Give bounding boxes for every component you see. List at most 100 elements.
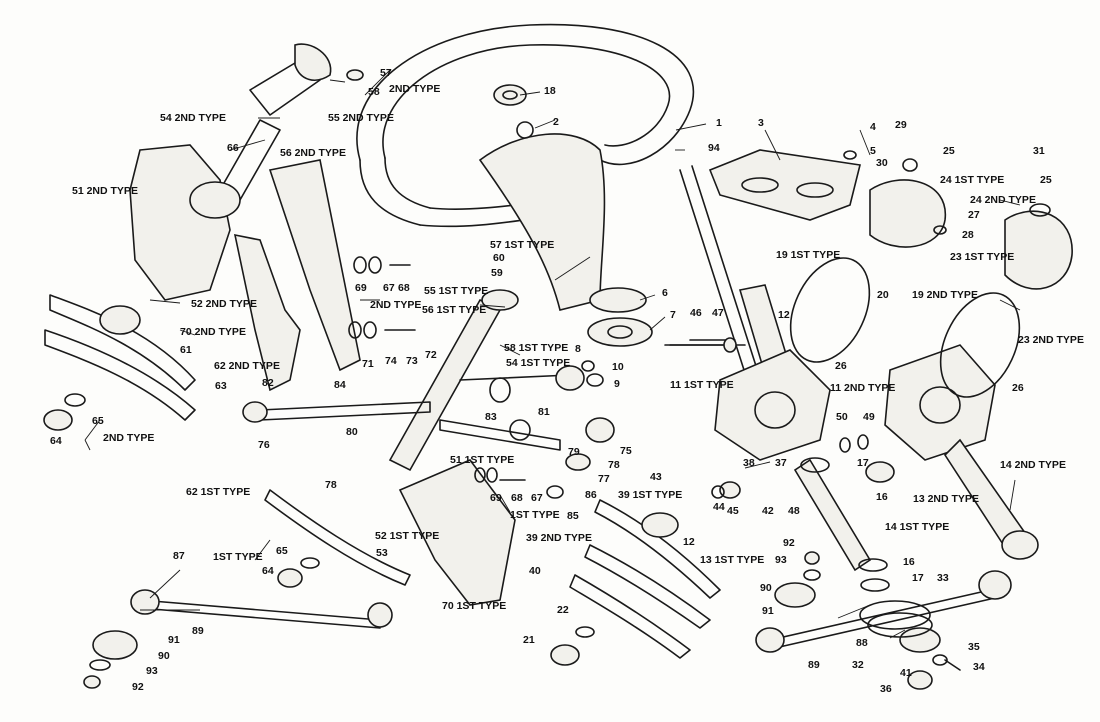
callout-47: 47 bbox=[712, 307, 724, 319]
callout-92-left: 92 bbox=[132, 681, 144, 693]
lever-arm-62-2nd-type bbox=[49, 294, 196, 391]
callout-77: 77 bbox=[598, 473, 610, 485]
callout-87: 87 bbox=[173, 550, 185, 562]
callout-64-left: 64 bbox=[50, 435, 62, 447]
callout-78-left: 78 bbox=[325, 479, 337, 491]
callout-12-upper: 12 bbox=[778, 309, 790, 321]
callout-31: 31 bbox=[1033, 145, 1045, 157]
callout-6: 6 bbox=[662, 287, 668, 299]
callout-9: 9 bbox=[614, 378, 620, 390]
callout-94: 94 bbox=[708, 142, 720, 154]
callout-56-2nd-type: 56 2ND TYPE bbox=[280, 147, 346, 159]
callout-32: 32 bbox=[852, 659, 864, 671]
callout-4: 4 bbox=[870, 121, 876, 133]
callout-57-1st-type: 57 1ST TYPE bbox=[490, 239, 555, 251]
track-rod-79 bbox=[439, 419, 561, 451]
callout-58-1st-type: 58 1ST TYPE bbox=[504, 342, 569, 354]
callout-72: 72 bbox=[425, 349, 437, 361]
tie-rod-88-edge bbox=[774, 597, 996, 649]
callout-67-lower: 67 bbox=[531, 492, 543, 504]
callout-65-left: 65 bbox=[92, 415, 104, 427]
callout-62-1st-type: 62 1ST TYPE bbox=[186, 486, 251, 498]
callout-28: 28 bbox=[962, 229, 974, 241]
callout-66: 66 bbox=[227, 142, 239, 154]
callout-54-2nd-type: 54 2ND TYPE bbox=[160, 112, 226, 124]
callout-43: 43 bbox=[650, 471, 662, 483]
callout-1: 1 bbox=[716, 117, 722, 129]
callout-78-right: 78 bbox=[608, 459, 620, 471]
callout-81: 81 bbox=[538, 406, 550, 418]
lever-arm-63 bbox=[44, 329, 196, 421]
callout-42: 42 bbox=[762, 505, 774, 517]
callout-49: 49 bbox=[863, 411, 875, 423]
callout-20: 20 bbox=[877, 289, 889, 301]
track-rod-84 bbox=[259, 401, 431, 421]
callout-22: 22 bbox=[557, 604, 569, 616]
callout-44: 44 bbox=[713, 501, 725, 513]
callout-91-right: 91 bbox=[762, 605, 774, 617]
pad-2nd-type bbox=[1004, 210, 1073, 290]
callout-48: 48 bbox=[788, 505, 800, 517]
callout-1st-type-note: 1ST TYPE bbox=[213, 551, 263, 563]
leader-lines bbox=[84, 69, 1021, 639]
callout-21: 21 bbox=[523, 634, 535, 646]
callout-23-2nd-type: 23 2ND TYPE bbox=[1018, 334, 1084, 346]
callout-18: 18 bbox=[544, 85, 556, 97]
callout-13-2nd-type: 13 2ND TYPE bbox=[913, 493, 979, 505]
callout-92-right: 92 bbox=[783, 537, 795, 549]
callout-25-lower: 25 bbox=[1040, 174, 1052, 186]
idler-column-1st-type bbox=[388, 298, 502, 472]
callout-83: 83 bbox=[485, 411, 497, 423]
callout-58: 58 bbox=[368, 86, 380, 98]
callout-26-left: 26 bbox=[835, 360, 847, 372]
callout-86: 86 bbox=[585, 489, 597, 501]
callout-2: 2 bbox=[553, 116, 559, 128]
callout-60: 60 bbox=[493, 252, 505, 264]
callout-79: 79 bbox=[568, 446, 580, 458]
callout-40: 40 bbox=[529, 565, 541, 577]
nuts-and-washers bbox=[43, 43, 1051, 690]
bracket-70-2nd-type bbox=[233, 233, 301, 392]
callout-93-left: 93 bbox=[146, 665, 158, 677]
spider-1st-type bbox=[789, 257, 871, 363]
callout-51-1st-type: 51 1ST TYPE bbox=[450, 454, 515, 466]
rack-housing-1st-type bbox=[714, 349, 831, 461]
callout-75: 75 bbox=[620, 445, 632, 457]
callout-36: 36 bbox=[880, 683, 892, 695]
callout-69-1st-type-note: 1ST TYPE bbox=[510, 509, 560, 521]
track-rod-83 bbox=[459, 374, 571, 381]
callout-19-2nd-type: 19 2ND TYPE bbox=[912, 289, 978, 301]
callout-63: 63 bbox=[215, 380, 227, 392]
bracket-plate bbox=[708, 149, 861, 221]
callout-69-upper: 69 bbox=[355, 282, 367, 294]
callout-71: 71 bbox=[362, 358, 374, 370]
callout-34: 34 bbox=[973, 661, 985, 673]
callout-19-1st-type: 19 1ST TYPE bbox=[776, 249, 841, 261]
callout-70-2nd-type: 70 2ND TYPE bbox=[180, 326, 246, 338]
callout-54-1st-type: 54 1ST TYPE bbox=[506, 357, 571, 369]
callout-65-lower: 65 bbox=[276, 545, 288, 557]
callout-25-upper: 25 bbox=[943, 145, 955, 157]
callout-13-1st-type: 13 1ST TYPE bbox=[700, 554, 765, 566]
callout-39-1st-type: 39 1ST TYPE bbox=[618, 489, 683, 501]
callout-90-left: 90 bbox=[158, 650, 170, 662]
callout-45: 45 bbox=[727, 505, 739, 517]
callout-91-left: 91 bbox=[168, 634, 180, 646]
callout-12-lower: 12 bbox=[683, 536, 695, 548]
callout-82: 82 bbox=[262, 377, 274, 389]
lever-arm-40 bbox=[569, 574, 691, 659]
callout-14-1st-type: 14 1ST TYPE bbox=[885, 521, 950, 533]
box-housing-2nd-type bbox=[129, 144, 231, 301]
bracket-70-1st-type bbox=[398, 459, 516, 606]
callout-46: 46 bbox=[690, 307, 702, 319]
callout-65-2nd-type-note: 2ND TYPE bbox=[103, 432, 155, 444]
callout-61: 61 bbox=[180, 344, 192, 356]
callout-68-upper: 68 bbox=[398, 282, 410, 294]
callout-56-1st-type: 56 1ST TYPE bbox=[422, 304, 487, 316]
callout-85: 85 bbox=[567, 510, 579, 522]
callout-11-2nd-type: 11 2ND TYPE bbox=[830, 382, 896, 394]
callout-64-lower: 64 bbox=[262, 565, 274, 577]
callout-89-left: 89 bbox=[192, 625, 204, 637]
plate-hole bbox=[741, 177, 779, 193]
